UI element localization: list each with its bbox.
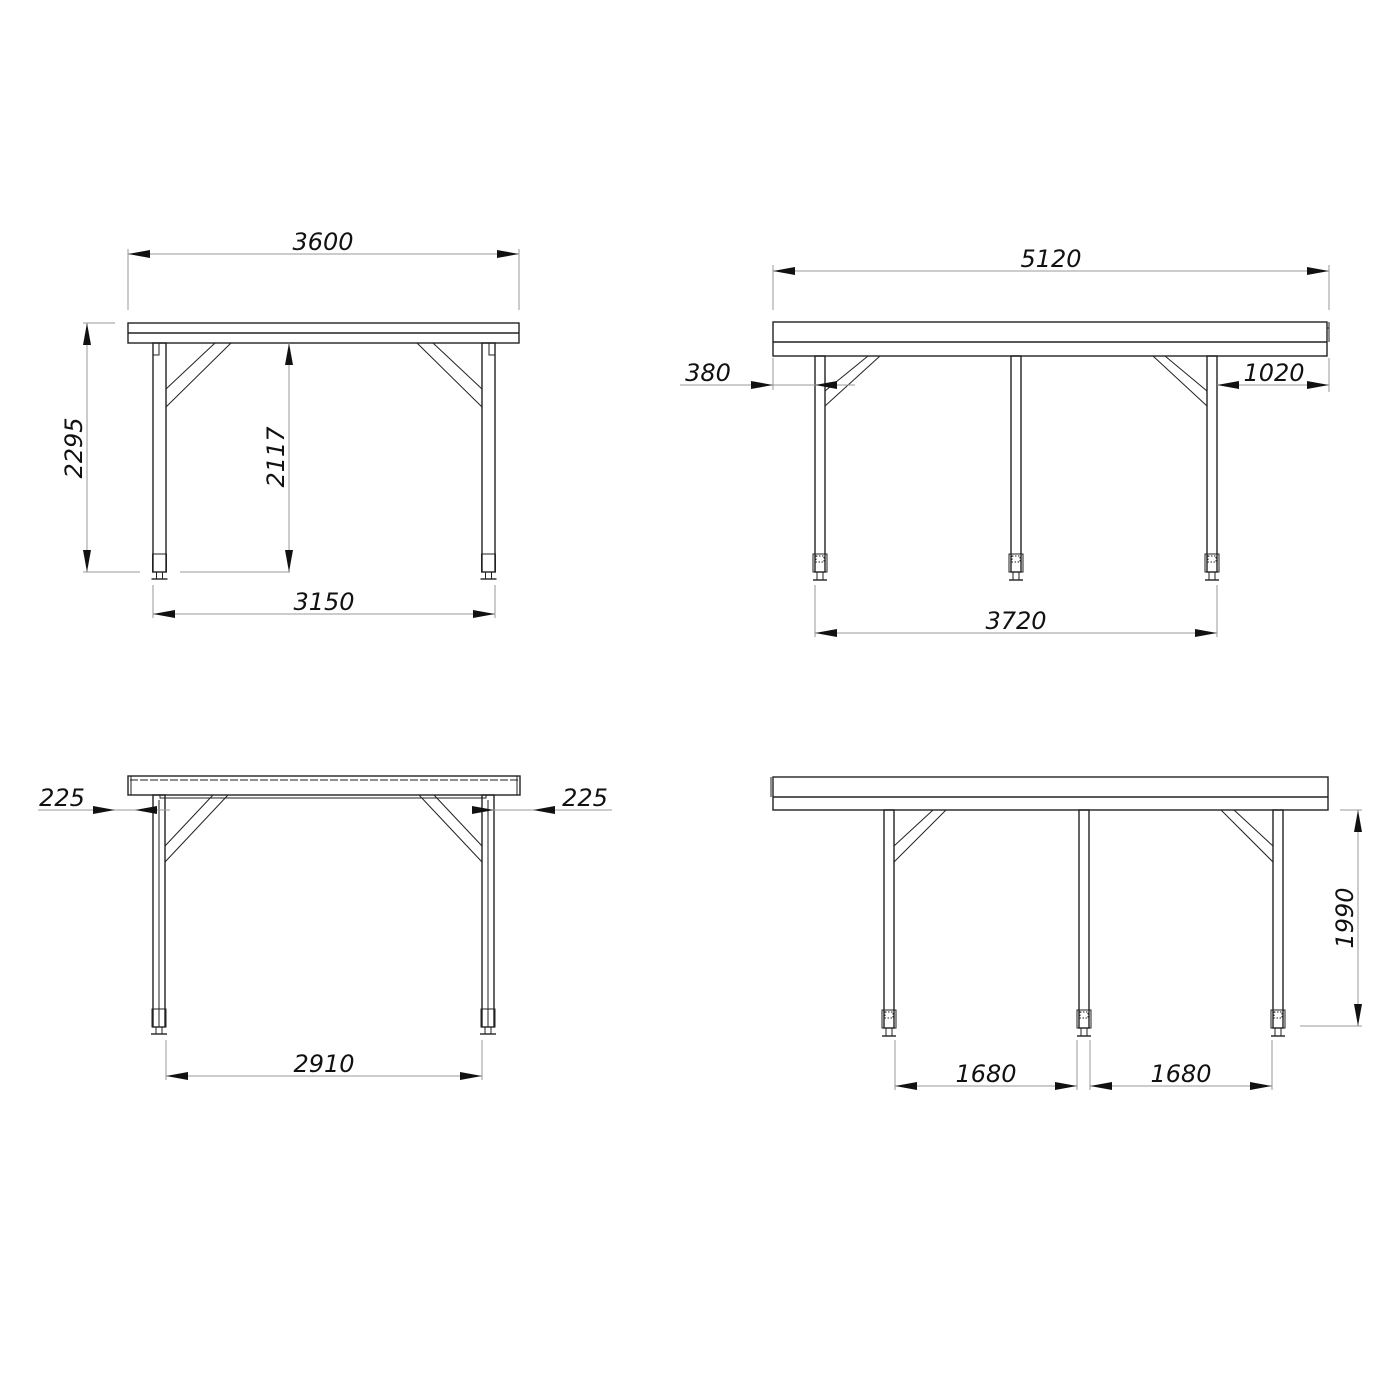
- svg-text:3600: 3600: [292, 228, 353, 256]
- brace-left: [893, 809, 947, 863]
- svg-text:225: 225: [39, 784, 85, 812]
- dimension-3150: 3150: [152, 585, 496, 618]
- svg-text:3150: 3150: [293, 588, 354, 616]
- tabletop: [127, 775, 521, 796]
- view-side-top-right: 5120 380 1020 3720: [680, 245, 1330, 637]
- dimension-380: 380: [680, 358, 855, 390]
- leg-left: [150, 794, 168, 1035]
- brace-left: [824, 355, 881, 407]
- leg-left: [150, 342, 169, 580]
- svg-text:2910: 2910: [293, 1050, 354, 1078]
- brace-right: [1152, 355, 1208, 407]
- dimension-1020: 1020: [1217, 358, 1330, 392]
- dimension-225-left: 225: [38, 784, 170, 814]
- svg-text:2117: 2117: [262, 426, 290, 488]
- leg-left: [812, 355, 828, 581]
- brace-left: [164, 794, 229, 863]
- brace-right: [416, 342, 483, 408]
- svg-text:1990: 1990: [1331, 887, 1359, 948]
- svg-text:1020: 1020: [1243, 359, 1304, 387]
- leg-middle: [1076, 809, 1092, 1037]
- dimension-2295: 2295: [60, 322, 140, 573]
- leg-right: [479, 794, 497, 1035]
- leg-right: [1204, 355, 1220, 581]
- leg-right: [479, 342, 498, 580]
- dimension-2910: 2910: [165, 1040, 483, 1080]
- svg-text:3720: 3720: [985, 607, 1046, 635]
- view-end-top-left: 3600 2295 2117 3150: [60, 228, 520, 618]
- leg-middle: [1008, 355, 1024, 581]
- dimension-3600: 3600: [127, 228, 520, 310]
- dimension-1990: 1990: [1300, 809, 1362, 1027]
- leg-left: [881, 809, 897, 1037]
- tabletop: [772, 776, 1329, 811]
- dimension-3720: 3720: [814, 585, 1218, 637]
- dimension-225-right: 225: [472, 784, 612, 814]
- svg-text:5120: 5120: [1020, 245, 1081, 273]
- brace-left: [165, 342, 232, 408]
- dimension-2117: 2117: [180, 343, 293, 573]
- svg-text:2295: 2295: [60, 417, 88, 478]
- view-side-bottom-right: 1990 1680 1680: [770, 776, 1362, 1090]
- leg-right: [1270, 809, 1286, 1037]
- tabletop: [772, 321, 1328, 357]
- dimension-1680-right: 1680: [1089, 1040, 1273, 1090]
- brace-right: [418, 794, 483, 863]
- dimension-1680-left: 1680: [894, 1040, 1078, 1090]
- svg-text:225: 225: [562, 784, 608, 812]
- svg-text:1680: 1680: [1150, 1060, 1211, 1088]
- view-end-bottom-left: 225 225 2910: [38, 775, 612, 1080]
- svg-text:1680: 1680: [955, 1060, 1016, 1088]
- dimension-5120: 5120: [772, 245, 1330, 310]
- svg-text:380: 380: [685, 359, 731, 387]
- brace-right: [1220, 809, 1274, 863]
